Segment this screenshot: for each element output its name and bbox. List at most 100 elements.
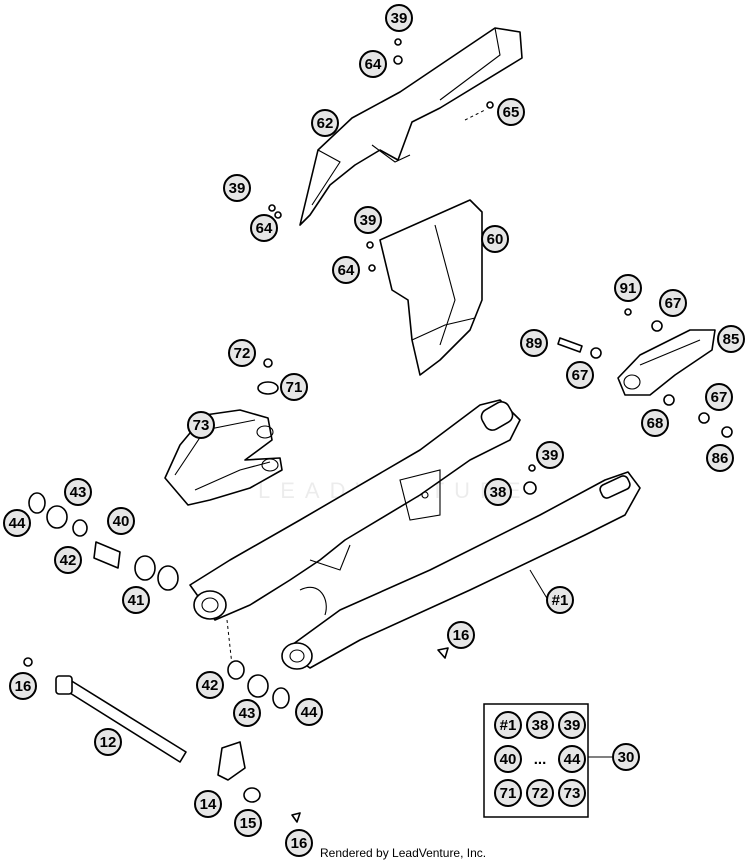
callout-15: 15 [234,809,262,837]
kit-legend: #1 38 39 40 ... 44 71 72 73 [483,703,589,818]
svg-text:86: 86 [712,450,729,467]
svg-text:15: 15 [240,815,257,832]
legend-item: #1 [494,711,522,739]
legend-item: 72 [526,779,554,807]
svg-text:65: 65 [503,104,520,121]
svg-text:89: 89 [526,335,543,352]
callout-73: 73 [187,411,215,439]
callout-12: 12 [94,728,122,756]
chain-slider-guard [299,27,523,226]
callout-42: 42 [196,671,224,699]
callout-64: 64 [250,214,278,242]
callout-44: 44 [295,698,323,726]
svg-text:68: 68 [647,415,664,432]
svg-text:41: 41 [128,592,145,609]
callout-39: 39 [223,174,251,202]
legend-ellipsis: ... [534,751,547,768]
callout-64: 64 [359,50,387,78]
svg-text:...: ... [534,751,547,768]
callout-60: 60 [481,225,509,253]
svg-text:60: 60 [487,231,504,248]
svg-text:16: 16 [291,835,308,852]
callout-72: 72 [228,339,256,367]
callout-1: #1 [546,586,574,614]
svg-text:#1: #1 [552,592,569,609]
callout-64: 64 [332,256,360,284]
svg-text:44: 44 [9,515,26,532]
svg-text:73: 73 [564,785,581,802]
callout-67: 67 [705,383,733,411]
callout-41: 41 [122,586,150,614]
svg-text:71: 71 [500,785,517,802]
svg-text:30: 30 [618,749,635,766]
svg-text:39: 39 [564,717,581,734]
svg-text:43: 43 [239,705,256,722]
callout-30: 30 [612,743,640,771]
svg-text:44: 44 [564,751,581,768]
callout-39: 39 [385,4,413,32]
callout-62: 62 [311,109,339,137]
callout-43: 43 [233,699,261,727]
callouts: 39 64 65 62 39 64 39 60 64 91 67 89 85 7… [3,4,745,857]
callout-16: 16 [9,672,37,700]
legend-item: 71 [494,779,522,807]
legend-item: 73 [558,779,586,807]
svg-text:64: 64 [338,262,355,279]
callout-43: 43 [64,478,92,506]
svg-text:43: 43 [70,484,87,501]
svg-text:72: 72 [532,785,549,802]
bearing-stack-left [28,492,179,591]
svg-text:64: 64 [365,56,382,73]
callout-39: 39 [536,441,564,469]
callout-39: 39 [354,206,382,234]
svg-text:71: 71 [286,379,303,396]
svg-text:64: 64 [256,220,273,237]
callout-42: 42 [54,546,82,574]
svg-text:85: 85 [723,331,740,348]
callout-16: 16 [285,829,313,857]
svg-text:#1: #1 [500,717,517,734]
callout-65: 65 [497,98,525,126]
chain-guide [617,329,716,396]
footer-credit: Rendered by LeadVenture, Inc. [320,846,487,860]
bearing-stack-right [227,660,290,709]
callout-14: 14 [194,790,222,818]
callout-67: 67 [659,289,687,317]
callout-67: 67 [566,361,594,389]
callout-44: 44 [3,509,31,537]
svg-text:14: 14 [200,796,217,813]
leader-lines [529,569,612,758]
chain-slider [164,409,283,506]
svg-text:67: 67 [665,295,682,312]
svg-text:12: 12 [100,734,117,751]
svg-text:39: 39 [391,10,408,27]
svg-text:62: 62 [317,115,334,132]
svg-text:42: 42 [60,552,77,569]
swing-arm [189,399,641,670]
callout-91: 91 [614,274,642,302]
assembly-line [226,619,233,666]
legend-item: 40 [494,745,522,773]
callout-89: 89 [520,329,548,357]
svg-text:40: 40 [500,751,517,768]
svg-text:39: 39 [229,180,246,197]
legend-item: 44 [558,745,586,773]
svg-text:44: 44 [301,704,318,721]
svg-text:40: 40 [113,513,130,530]
svg-text:67: 67 [572,367,589,384]
svg-text:39: 39 [542,447,559,464]
callout-85: 85 [717,325,745,353]
svg-text:67: 67 [711,389,728,406]
callout-86: 86 [706,444,734,472]
svg-text:16: 16 [453,627,470,644]
callout-68: 68 [641,409,669,437]
chain-guard [379,199,483,376]
callout-40: 40 [107,507,135,535]
small-hardware [23,38,733,823]
svg-text:16: 16 [15,678,32,695]
callout-16: 16 [447,621,475,649]
swing-arm-axle [55,675,187,763]
legend-item: 39 [558,711,586,739]
svg-text:38: 38 [532,717,549,734]
